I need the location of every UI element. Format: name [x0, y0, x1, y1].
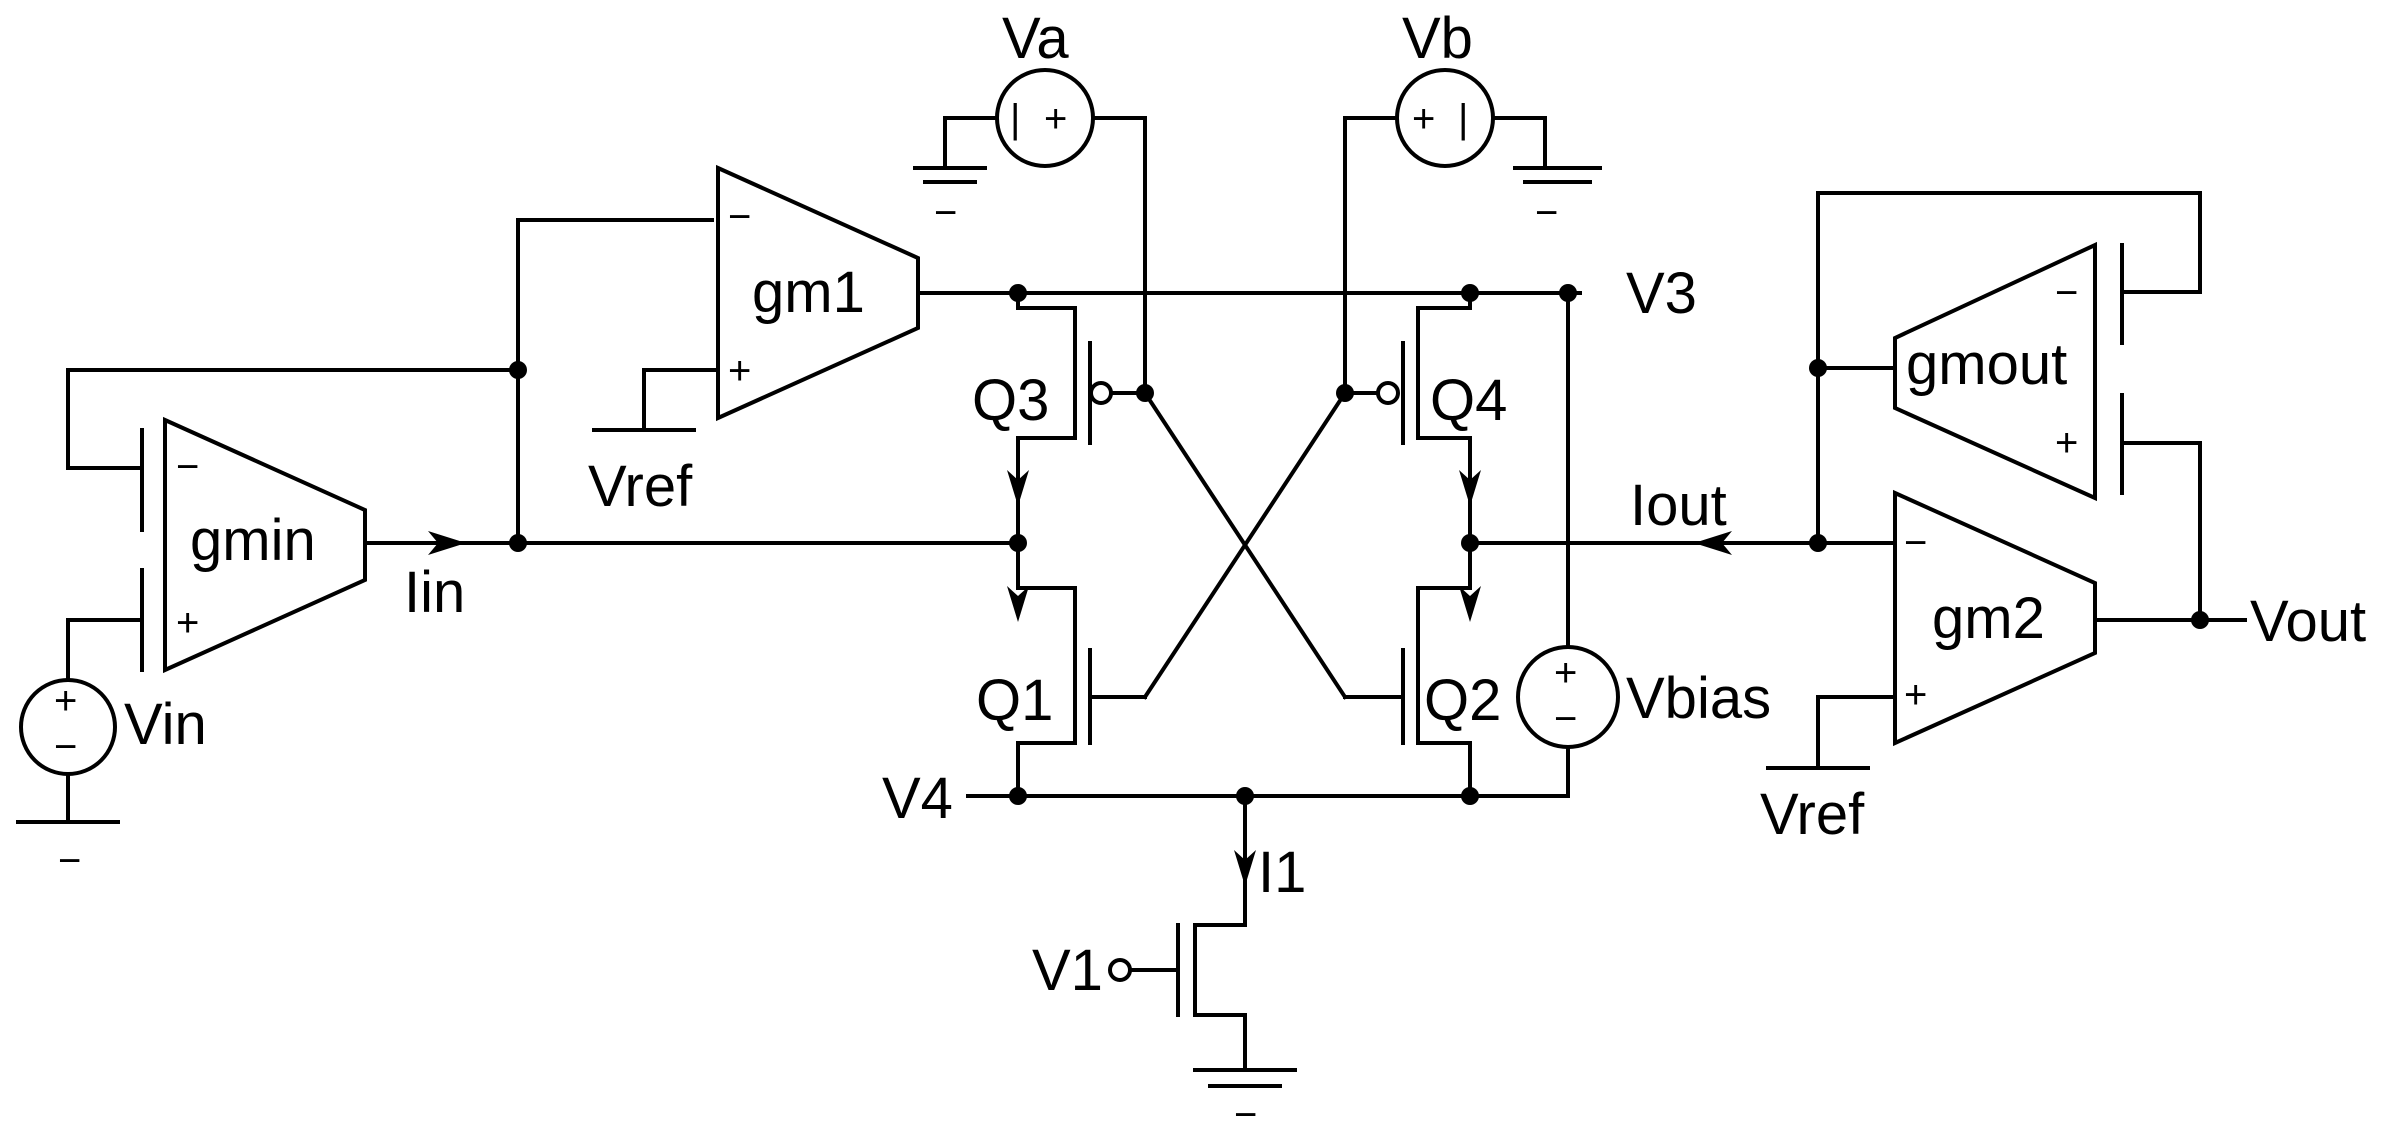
vref-gm2-label: Vref [1760, 782, 1865, 847]
va-minus-bar: | [1010, 97, 1020, 141]
vb-minus-bar: | [1458, 97, 1468, 141]
gm2-plus-sign: + [1904, 673, 1927, 717]
iin-arrow [428, 531, 466, 555]
vin-plus-sign: + [54, 679, 77, 723]
transistor-q3: Q3 [972, 291, 1154, 545]
iin-label: Iin [404, 560, 465, 625]
vbias-minus-sign: − [1554, 697, 1577, 741]
va-ground-minus: − [934, 191, 957, 235]
gmin-label: gmin [190, 508, 316, 573]
gm2-minus-sign: − [1904, 521, 1927, 565]
ota-gmout: gmout − + [1809, 191, 2202, 622]
vb-source: Vb + | − [1343, 6, 1602, 395]
gmout-minus-sign: − [2055, 271, 2078, 315]
vbias-label: Vbias [1626, 666, 1771, 731]
i1-label: I1 [1258, 840, 1306, 905]
vref-gm1-label: Vref [588, 454, 693, 519]
va-label: Va [1002, 6, 1069, 71]
gm2-label: gm2 [1932, 586, 2045, 651]
vb-plus-sign: + [1412, 97, 1435, 141]
transistor-q4: Q4 [1336, 291, 1507, 545]
node-a-wires [509, 218, 1020, 552]
iout-arrow [1694, 531, 1732, 555]
gmin-minus-sign: − [176, 445, 199, 489]
ota-gmin: gmin − + [66, 368, 520, 682]
va-source: Va | + − [913, 6, 1147, 395]
vbias-plus-sign: + [1554, 651, 1577, 695]
cross-coupled-wires [1142, 390, 1348, 700]
ota-gm1: gm1 − + Vref [588, 164, 1582, 519]
v1-label: V1 [1032, 938, 1103, 1003]
vin-source: + − Vin − [16, 678, 207, 883]
gmout-label: gmout [1906, 332, 2067, 397]
tail-ground-minus: − [1234, 1093, 1257, 1129]
gmout-plus-sign: + [2055, 421, 2078, 465]
v4-label: V4 [882, 766, 953, 831]
vin-minus-sign: − [54, 725, 77, 769]
q3-label: Q3 [972, 368, 1049, 433]
gm1-minus-sign: − [728, 195, 751, 239]
tail-transistor: I1 V1 − [1032, 794, 1306, 1129]
vin-label: Vin [124, 692, 207, 757]
vb-label: Vb [1402, 6, 1473, 71]
gm1-label: gm1 [752, 260, 865, 325]
v4-node: V4 [882, 766, 1479, 831]
vbias-source: + − Vbias [1468, 291, 1771, 798]
q1-label: Q1 [976, 668, 1053, 733]
v3-label: V3 [1626, 261, 1697, 326]
iout-label: Iout [1630, 473, 1727, 538]
va-plus-sign: + [1044, 97, 1067, 141]
gmin-plus-sign: + [176, 601, 199, 645]
vout-label: Vout [2250, 589, 2366, 654]
transistor-q1: Q1 [976, 541, 1147, 798]
q4-label: Q4 [1430, 368, 1507, 433]
vb-ground-minus: − [1535, 191, 1558, 235]
ground-minus-sign: − [58, 839, 81, 883]
ota-gm2: gm2 − + Vref [1760, 489, 2247, 847]
q2-label: Q2 [1424, 668, 1501, 733]
gm1-plus-sign: + [728, 349, 751, 393]
transistor-q2: Q2 [1343, 541, 1501, 798]
